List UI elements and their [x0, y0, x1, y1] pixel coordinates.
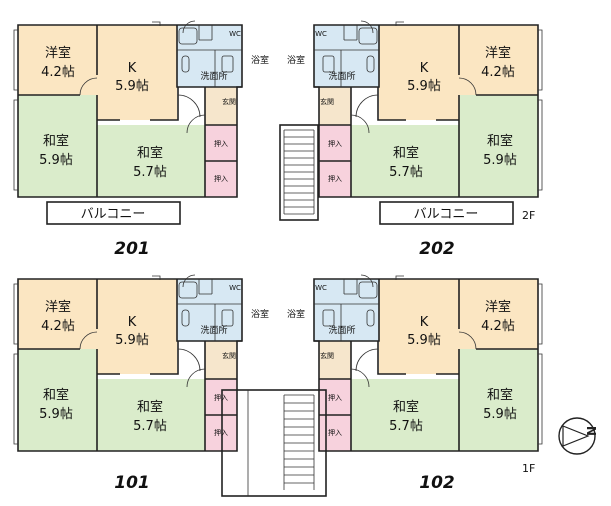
size-yoshitsu-201: 4.2帖 — [41, 65, 75, 80]
label-kitchen-101: K — [128, 315, 137, 330]
compass-label: N — [585, 426, 599, 436]
stair-1f — [221, 389, 327, 497]
stair-2f — [279, 124, 319, 221]
label-washitsu-small-202: 和室 — [393, 145, 419, 161]
label-balcony-202: バルコニー — [414, 207, 479, 222]
size-yoshitsu-101: 4.2帖 — [41, 319, 75, 334]
label-toilet-201: WC — [229, 30, 241, 38]
balcony-201 — [46, 201, 181, 225]
size-washitsu-large-102: 5.9帖 — [483, 407, 517, 422]
label-washroom-201: 洗面所 — [200, 70, 227, 82]
label-bath-202: 浴室 — [287, 54, 305, 66]
label-bath-101: 浴室 — [251, 308, 269, 320]
label-oshiire-lower-201: 押入 — [214, 174, 228, 183]
unit-number-202: 202 — [419, 239, 455, 259]
size-washitsu-small-101: 5.7帖 — [133, 419, 167, 434]
label-washroom-101: 洗面所 — [200, 324, 227, 336]
label-washitsu-large-202: 和室 — [487, 133, 513, 149]
floor-label-1f: 1F — [522, 462, 535, 475]
label-oshiire-lower-102: 押入 — [328, 428, 342, 437]
size-yoshitsu-102: 4.2帖 — [481, 319, 515, 334]
label-oshiire-lower-202: 押入 — [328, 174, 342, 183]
size-washitsu-small-102: 5.7帖 — [389, 419, 423, 434]
size-kitchen-201: 5.9帖 — [115, 79, 149, 94]
floor-label-2f: 2F — [522, 209, 535, 222]
unit-number-201: 201 — [114, 239, 150, 259]
label-washitsu-small-101: 和室 — [137, 399, 163, 415]
size-yoshitsu-202: 4.2帖 — [481, 65, 515, 80]
label-balcony-201: バルコニー — [81, 207, 146, 222]
size-kitchen-202: 5.9帖 — [407, 79, 441, 94]
label-washitsu-small-102: 和室 — [393, 399, 419, 415]
label-washroom-202: 洗面所 — [328, 70, 355, 82]
balcony-202 — [379, 201, 514, 225]
label-washroom-102: 洗面所 — [328, 324, 355, 336]
size-kitchen-101: 5.9帖 — [115, 333, 149, 348]
label-yoshitsu-202: 洋室 — [485, 45, 511, 61]
stair-treads-2f — [283, 129, 315, 215]
size-kitchen-102: 5.9帖 — [407, 333, 441, 348]
label-oshiire-upper-201: 押入 — [214, 139, 228, 148]
label-toilet-101: WC — [229, 284, 241, 292]
stair-treads-1f — [247, 390, 315, 496]
label-yoshitsu-201: 洋室 — [45, 45, 71, 61]
label-washitsu-large-101: 和室 — [43, 387, 69, 403]
label-oshiire-upper-102: 押入 — [328, 393, 342, 402]
size-washitsu-small-202: 5.7帖 — [389, 165, 423, 180]
label-yoshitsu-101: 洋室 — [45, 299, 71, 315]
label-toilet-202: WC — [315, 30, 327, 38]
unit-number-102: 102 — [419, 473, 455, 493]
label-genkan-101: 玄関 — [222, 351, 236, 360]
label-genkan-201: 玄関 — [222, 97, 236, 106]
compass-icon: N — [558, 417, 599, 455]
size-washitsu-large-101: 5.9帖 — [39, 407, 73, 422]
label-kitchen-202: K — [420, 61, 429, 76]
label-kitchen-201: K — [128, 61, 137, 76]
unit-number-101: 101 — [114, 473, 150, 493]
label-toilet-102: WC — [315, 284, 327, 292]
label-kitchen-102: K — [420, 315, 429, 330]
label-genkan-202: 玄関 — [320, 97, 334, 106]
label-oshiire-upper-101: 押入 — [214, 393, 228, 402]
label-oshiire-upper-202: 押入 — [328, 139, 342, 148]
label-bath-201: 浴室 — [251, 54, 269, 66]
label-washitsu-large-201: 和室 — [43, 133, 69, 149]
size-washitsu-small-201: 5.7帖 — [133, 165, 167, 180]
label-genkan-102: 玄関 — [320, 351, 334, 360]
label-bath-102: 浴室 — [287, 308, 305, 320]
size-washitsu-large-201: 5.9帖 — [39, 153, 73, 168]
size-washitsu-large-202: 5.9帖 — [483, 153, 517, 168]
label-washitsu-large-102: 和室 — [487, 387, 513, 403]
label-oshiire-lower-101: 押入 — [214, 428, 228, 437]
label-yoshitsu-102: 洋室 — [485, 299, 511, 315]
label-washitsu-small-201: 和室 — [137, 145, 163, 161]
